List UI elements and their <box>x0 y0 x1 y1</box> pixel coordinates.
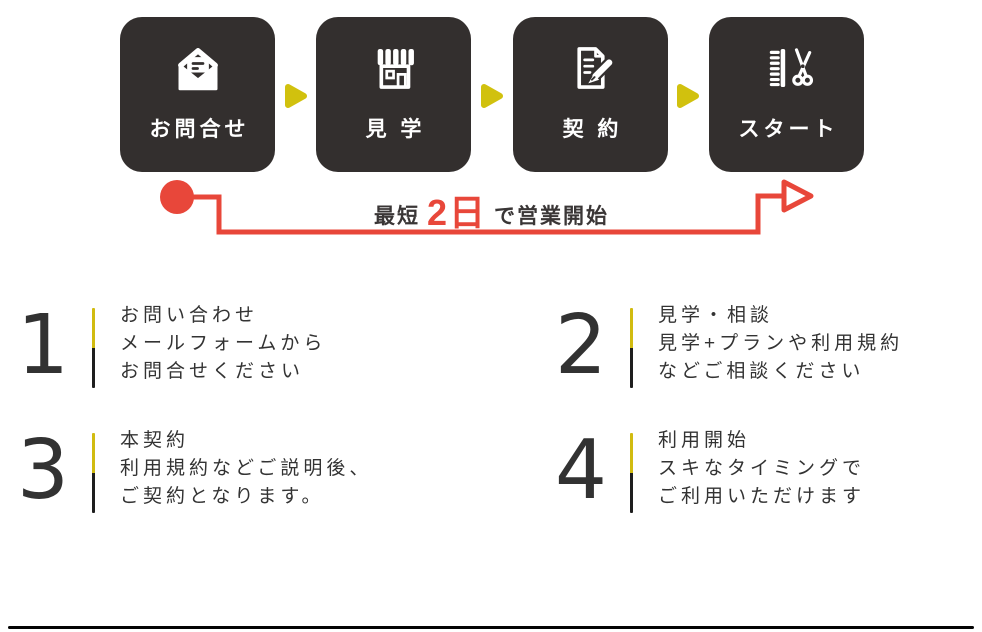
step-accent-bar <box>630 308 633 388</box>
step-text: 利用開始 スキなタイミングで ご利用いただけます <box>658 425 865 511</box>
flow-box-label: 見 学 <box>365 118 426 141</box>
open-mail-icon <box>169 37 227 99</box>
caption-prefix: 最短 <box>374 205 420 228</box>
caption-highlight: 2日 <box>427 191 488 233</box>
step-line: ご契約となります。 <box>120 486 325 507</box>
step-title: 見学・相談 <box>658 305 774 326</box>
step-line: 利用規約などご説明後、 <box>120 458 373 479</box>
flow-box-visit: 見 学 <box>316 17 471 172</box>
step-number: 3 <box>16 423 70 518</box>
step-title: 本契約 <box>120 430 190 451</box>
flow-arrow-icon <box>480 83 504 109</box>
step-line: 見学+プランや利用規約 <box>658 333 904 354</box>
step-title: お問い合わせ <box>120 305 259 326</box>
flow-box-label: 契 約 <box>562 118 623 141</box>
step-accent-bar <box>630 433 633 513</box>
section-divider <box>8 626 974 629</box>
step-number: 1 <box>16 298 70 393</box>
flow-box-contract: 契 約 <box>513 17 668 172</box>
step-number: 2 <box>554 298 608 393</box>
comb-scissors-icon <box>758 37 816 99</box>
step-detail-3: 3 本契約 利用規約などご説明後、 ご契約となります。 <box>8 425 372 513</box>
flow-box-label: スタート <box>738 118 839 141</box>
timeline-caption: 最短 2日 で営業開始 <box>374 189 609 230</box>
step-title: 利用開始 <box>658 430 751 451</box>
caption-suffix: で営業開始 <box>494 205 610 228</box>
step-accent-bar <box>92 433 95 513</box>
step-line: などご相談ください <box>658 361 865 382</box>
step-detail-1: 1 お問い合わせ メールフォームから お問合せください <box>8 300 326 388</box>
step-line: メールフォームから <box>120 333 327 354</box>
flow-box-label: お問合せ <box>149 118 250 141</box>
step-line: お問合せください <box>120 361 305 382</box>
step-line: スキなタイミングで <box>658 458 866 479</box>
step-number: 4 <box>554 423 608 518</box>
flow-box-inquiry: お問合せ <box>120 17 275 172</box>
step-text: 見学・相談 見学+プランや利用規約 などご相談ください <box>658 300 903 386</box>
step-accent-bar <box>92 308 95 388</box>
step-text: お問い合わせ メールフォームから お問合せください <box>120 300 326 386</box>
storefront-icon <box>365 37 423 99</box>
flow-arrow-icon <box>284 83 308 109</box>
step-detail-4: 4 利用開始 スキなタイミングで ご利用いただけます <box>546 425 865 513</box>
contract-pen-icon <box>562 37 620 99</box>
flow-box-start: スタート <box>709 17 864 172</box>
flow-arrow-icon <box>676 83 700 109</box>
step-detail-2: 2 見学・相談 見学+プランや利用規約 などご相談ください <box>546 300 903 388</box>
step-line: ご利用いただけます <box>658 486 866 507</box>
step-text: 本契約 利用規約などご説明後、 ご契約となります。 <box>120 425 372 511</box>
